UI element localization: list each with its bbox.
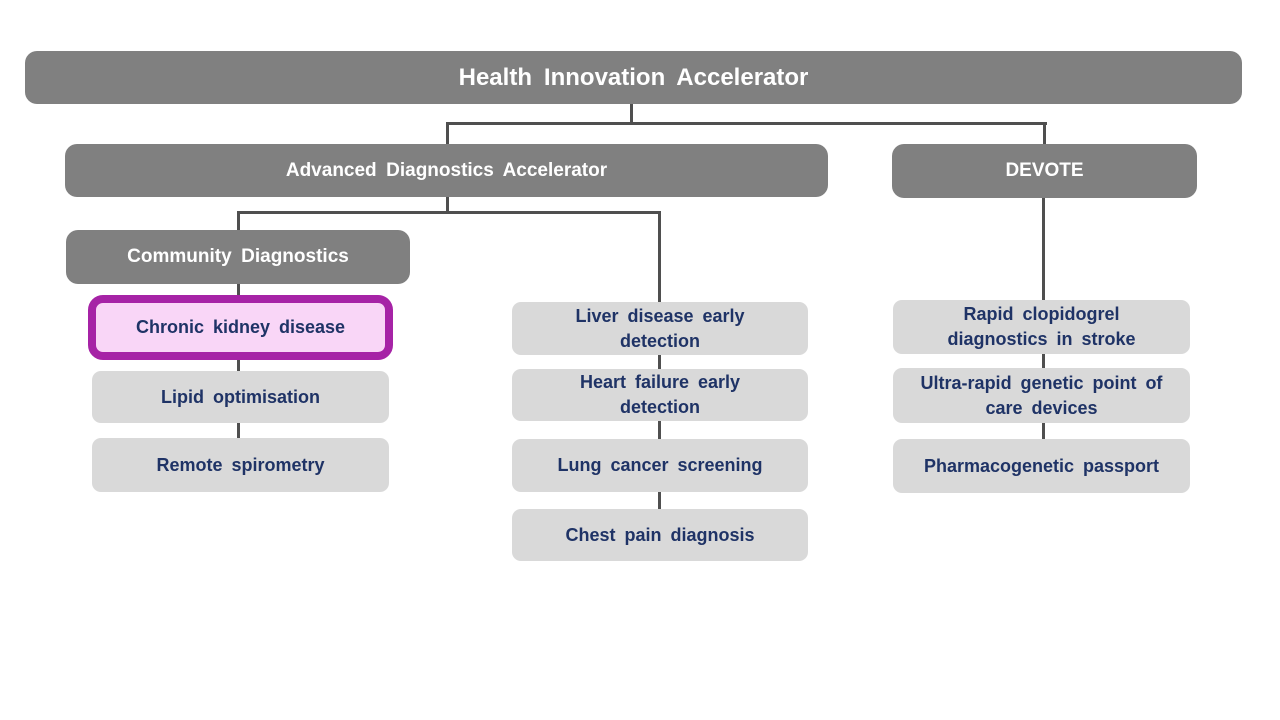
node-remote-spirometry[interactable]: Remote spirometry [92, 438, 389, 492]
node-label: Pharmacogenetic passport [923, 455, 1160, 476]
connector-middle-column-spine [658, 211, 661, 509]
node-label: Remote spirometry [156, 454, 325, 475]
connector-advanced-stub [446, 197, 449, 214]
node-lipid-optimisation[interactable]: Lipid optimisation [92, 371, 389, 423]
node-label: Chronic kidney disease [136, 317, 345, 337]
node-advanced-diagnostics-accelerator[interactable]: Advanced Diagnostics Accelerator [65, 144, 828, 197]
node-label: DEVOTE [1005, 160, 1084, 181]
node-label: Chest pain diagnosis [565, 524, 755, 545]
connector-title-stub [630, 104, 633, 124]
node-label: Ultra-rapid genetic point of care device… [920, 372, 1163, 418]
node-pharmacogenetic-passport[interactable]: Pharmacogenetic passport [893, 439, 1190, 493]
node-lung-cancer-screening[interactable]: Lung cancer screening [512, 439, 808, 492]
node-chronic-kidney-disease-highlighted[interactable]: Chronic kidney disease [88, 295, 393, 360]
node-label: Advanced Diagnostics Accelerator [285, 159, 608, 181]
node-label: Lung cancer screening [557, 455, 763, 475]
connector-top-left-drop [446, 122, 449, 144]
node-devote[interactable]: DEVOTE [892, 144, 1197, 198]
node-rapid-clopidogrel-diagnostics-in-stroke[interactable]: Rapid clopidogrel diagnostics in stroke [893, 300, 1190, 354]
node-health-innovation-accelerator[interactable]: Health Innovation Accelerator [25, 51, 1242, 104]
node-liver-disease-early-detection[interactable]: Liver disease early detection [512, 302, 808, 355]
node-label: Lipid optimisation [161, 386, 320, 407]
node-heart-failure-early-detection[interactable]: Heart failure early detection [512, 369, 808, 421]
node-label: Liver disease early detection [575, 305, 745, 351]
node-label: Health Innovation Accelerator [458, 63, 809, 91]
connector-second-horizontal [237, 211, 661, 214]
node-chest-pain-diagnosis[interactable]: Chest pain diagnosis [512, 509, 808, 561]
node-ultra-rapid-genetic-point-of-care-devices[interactable]: Ultra-rapid genetic point of care device… [893, 368, 1190, 423]
node-label: Rapid clopidogrel diagnostics in stroke [947, 304, 1136, 349]
node-community-diagnostics[interactable]: Community Diagnostics [66, 230, 410, 284]
connector-top-horizontal [446, 122, 1047, 125]
node-label: Community Diagnostics [127, 246, 349, 267]
node-label: Heart failure early detection [580, 372, 740, 417]
connector-top-right-drop [1043, 122, 1046, 144]
